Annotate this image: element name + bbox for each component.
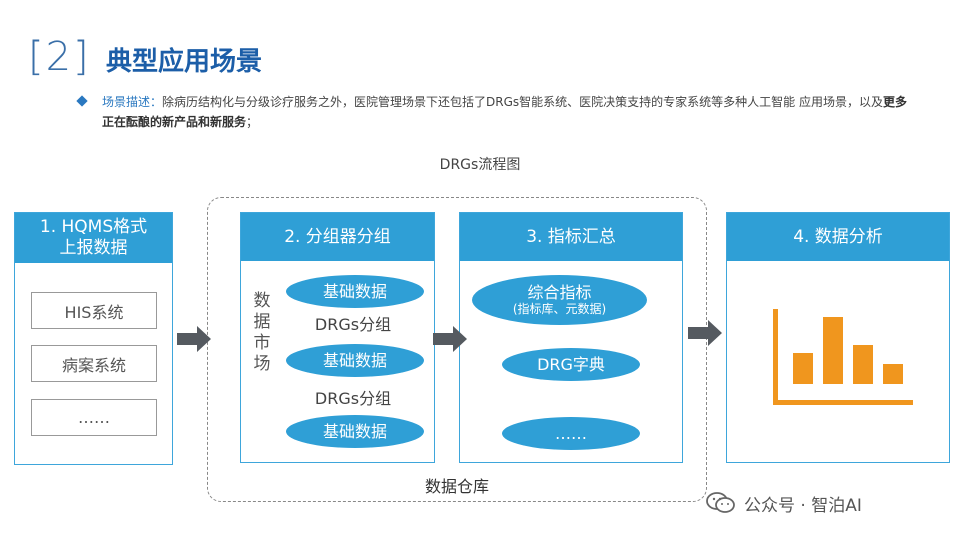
watermark-text: 公众号 · 智泊AI [744, 495, 862, 516]
arrow-right-icon [433, 326, 467, 352]
data-warehouse-label: 数据仓库 [424, 477, 489, 496]
pill-label: DRG字典 [537, 355, 605, 374]
panel-title: 3. 指标汇总 [460, 213, 682, 261]
pill-more: …… [502, 417, 640, 450]
source-box-medical-record: 病案系统 [31, 345, 157, 382]
watermark: 公众号 · 智泊AI [706, 490, 862, 516]
pill-label: …… [555, 424, 587, 443]
arrow-right-icon [688, 320, 722, 346]
flow-caption: DRGs流程图 [439, 157, 521, 173]
source-box-more: …… [31, 399, 157, 436]
pill-label: 基础数据 [322, 282, 387, 301]
panel-title: 2. 分组器分组 [241, 213, 434, 261]
pill-label: 基础数据 [322, 422, 387, 441]
pill-base-data: 基础数据 [286, 275, 424, 308]
description-end: ； [246, 115, 259, 129]
wechat-icon [706, 492, 735, 513]
pill-composite-indicator: 综合指标 (指标库、元数据) [472, 275, 647, 325]
pill-drg-dictionary: DRG字典 [502, 348, 640, 381]
pill-base-data: 基础数据 [286, 415, 424, 448]
panel-indicator-summary: 3. 指标汇总 综合指标 (指标库、元数据) DRG字典 …… [459, 212, 683, 463]
panel-grouper: 2. 分组器分组 数据市场 基础数据 DRGs分组 基础数据 DRGs分组 基础… [240, 212, 435, 463]
section-number: [2] [28, 34, 91, 80]
bar-chart-icon [773, 309, 913, 405]
description-text: 除病历结构化与分级诊疗服务之外，医院管理场景下还包括了DRGs智能系统、医院决策… [162, 95, 883, 109]
drgs-group-label: DRGs分组 [314, 389, 392, 408]
drgs-group-label: DRGs分组 [314, 315, 392, 334]
panel-hqms-report: 1. HQMS格式 上报数据 HIS系统 病案系统 …… [14, 212, 173, 465]
pill-base-data: 基础数据 [286, 344, 424, 377]
page-title: 典型应用场景 [106, 47, 263, 77]
data-mart-label: 数据市场 [253, 291, 271, 374]
description-label: 场景描述： [102, 95, 163, 109]
pill-sublabel: (指标库、元数据) [512, 302, 607, 316]
source-box-his: HIS系统 [31, 292, 157, 329]
panel-data-analysis: 4. 数据分析 [726, 212, 950, 463]
data-warehouse-boundary [207, 197, 707, 502]
scene-description: 场景描述：除病历结构化与分级诊疗服务之外，医院管理场景下还包括了DRGs智能系统… [76, 92, 918, 132]
pill-label: 综合指标 [527, 283, 592, 302]
arrow-right-icon [177, 326, 211, 352]
panel-title: 4. 数据分析 [727, 213, 949, 261]
description-bold: 更多正在酝酿的新产品和新服务 [102, 95, 907, 129]
pill-label: 基础数据 [322, 351, 387, 370]
panel-title: 1. HQMS格式 上报数据 [15, 213, 172, 263]
